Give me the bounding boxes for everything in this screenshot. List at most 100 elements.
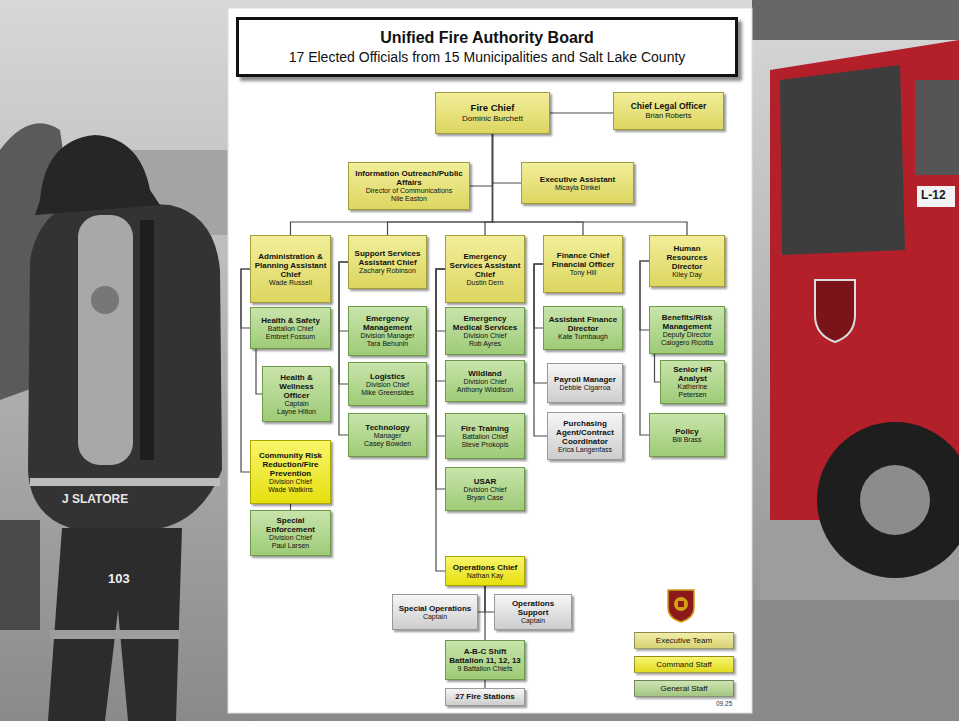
box-heading: Payroll Manager [551,375,619,384]
box-heading: USAR [449,477,521,486]
box-detail: Battalion Chief [254,325,327,333]
box-detail: Debbie Cigarroa [551,384,619,392]
box-detail: Steve Prokopis [449,441,521,449]
wheel-hub [860,465,930,535]
executive-box: Chief Legal OfficerBrian Roberts [613,92,724,130]
staff-box: Emergency Medical ServicesDivision Chief… [445,307,525,355]
box-heading: A-B-C Shift [449,647,521,656]
command-box: Community Risk Reduction/Fire Prevention… [250,440,331,504]
road [752,600,959,721]
connector-line [339,262,348,384]
box-heading: Senior HR Analyst [664,365,721,383]
staff-box: Special EnforcementDivision ChiefPaul La… [250,510,331,556]
staff-box: WildlandDivision ChiefAnthony Widdison [445,360,525,402]
legend-text: Executive Team [656,636,712,645]
badge-emblem [678,601,684,607]
box-detail: Bryan Case [449,494,521,502]
executive-box: Finance Chief Financial OfficerTony Hill [543,235,623,293]
staff-box: A-B-C ShiftBattalion 11, 12, 139 Battali… [445,640,525,680]
connector-line [493,134,688,235]
box-detail: Division Manager [352,332,423,340]
staff-box: Benefits/Risk ManagementDeputy DirectorC… [649,306,725,354]
version-number: 09.25 [716,700,732,707]
support-box: 27 Fire Stations [445,688,525,706]
side-window [915,80,959,175]
connector-line [484,586,485,640]
box-detail: Brian Roberts [617,112,720,120]
staff-box: PolicyBill Brass [649,413,725,457]
connector-line [478,586,485,612]
box-detail: Division Chief [449,378,521,386]
reflective-stripe [30,478,220,486]
box-detail: Captain [396,613,474,621]
box-detail: Battalion Chief [449,433,521,441]
box-detail: Nathan Kay [449,572,521,580]
connector-line [640,261,649,435]
box-heading: Assistant Finance Director [547,315,619,333]
box-detail: Kiley Day [653,271,721,279]
legend-swatch: General Staff [634,680,734,697]
photo-name-tag: J SLATORE [62,493,128,506]
box-detail: Layne Hilton [266,408,327,416]
box-heading: Community Risk Reduction/Fire Prevention [254,451,327,478]
box-detail: Captain [498,617,568,625]
box-heading: Wildland [449,369,521,378]
box-heading: Battalion 11, 12, 13 [449,656,521,665]
box-heading: Policy [653,427,721,436]
box-detail: Calogero Ricotta [653,339,721,347]
box-detail: Tara Behunin [352,340,423,348]
connector-line [436,269,445,489]
executive-box: Emergency Services Assistant ChiefDustin… [445,235,525,303]
box-heading: Fire Training [449,424,521,433]
box-detail: Division Chief [352,381,423,389]
box-detail: Division Chief [449,486,521,494]
ladder [752,0,959,40]
box-detail: Division Chief [254,534,327,542]
air-tank [0,520,40,630]
photo-unit-number: L-12 [921,189,946,202]
box-heading: Fire Chief [439,103,546,114]
box-detail: Manager [352,432,423,440]
photo-number: 103 [108,572,130,586]
connector-line [291,134,493,235]
box-detail: Director of Communications [352,187,466,195]
command-box: Operations ChiefNathan Kay [445,556,525,586]
coat-shape [28,200,222,530]
windshield [780,65,905,255]
box-detail: Micayla Dinkel [525,184,630,192]
box-heading: Purchasing Agent/Contract Coordinator [551,419,619,446]
support-box: Operations SupportCaptain [494,594,572,630]
box-heading: Technology [352,423,423,432]
box-heading: Emergency Medical Services [449,314,521,332]
connector-line [241,269,250,472]
box-heading: Emergency Management [352,314,423,332]
executive-box: Executive AssistantMicayla Dinkel [521,162,634,204]
connector-line [241,269,250,328]
box-detail: Paul Larsen [254,542,327,550]
staff-box: Assistant Finance DirectorKate Turnbaugh [543,306,623,350]
connector-line [484,680,485,688]
box-detail: Anthony Widdison [449,386,521,394]
strap [140,220,154,460]
support-box: Payroll ManagerDebbie Cigarroa [547,363,623,403]
box-detail: Tony Hill [547,269,619,277]
box-heading: Unified Fire Authority Board [247,29,727,47]
badge-shield [668,590,694,622]
box-heading: Chief Legal Officer [617,102,720,112]
executive-box: Administration & Planning Assistant Chie… [250,235,331,303]
legend-swatch: Command Staff [634,656,734,673]
box-detail: Katherine Petersen [664,383,721,399]
connector-line [493,134,522,183]
box-heading: Emergency Services Assistant Chief [449,252,521,279]
box-detail: Division Chief [449,332,521,340]
connector-line [339,262,348,331]
box-detail: Rob Ayres [449,340,521,348]
box-detail: Zachary Robinson [352,267,423,275]
box-heading: Support Services Assistant Chief [352,249,423,267]
connector-line [436,269,445,331]
helmet-shape [35,135,160,215]
box-heading: Finance Chief Financial Officer [547,251,619,269]
connector-line [436,269,445,381]
box-detail: Kate Turnbaugh [547,333,619,341]
box-heading: 27 Fire Stations [449,692,521,701]
